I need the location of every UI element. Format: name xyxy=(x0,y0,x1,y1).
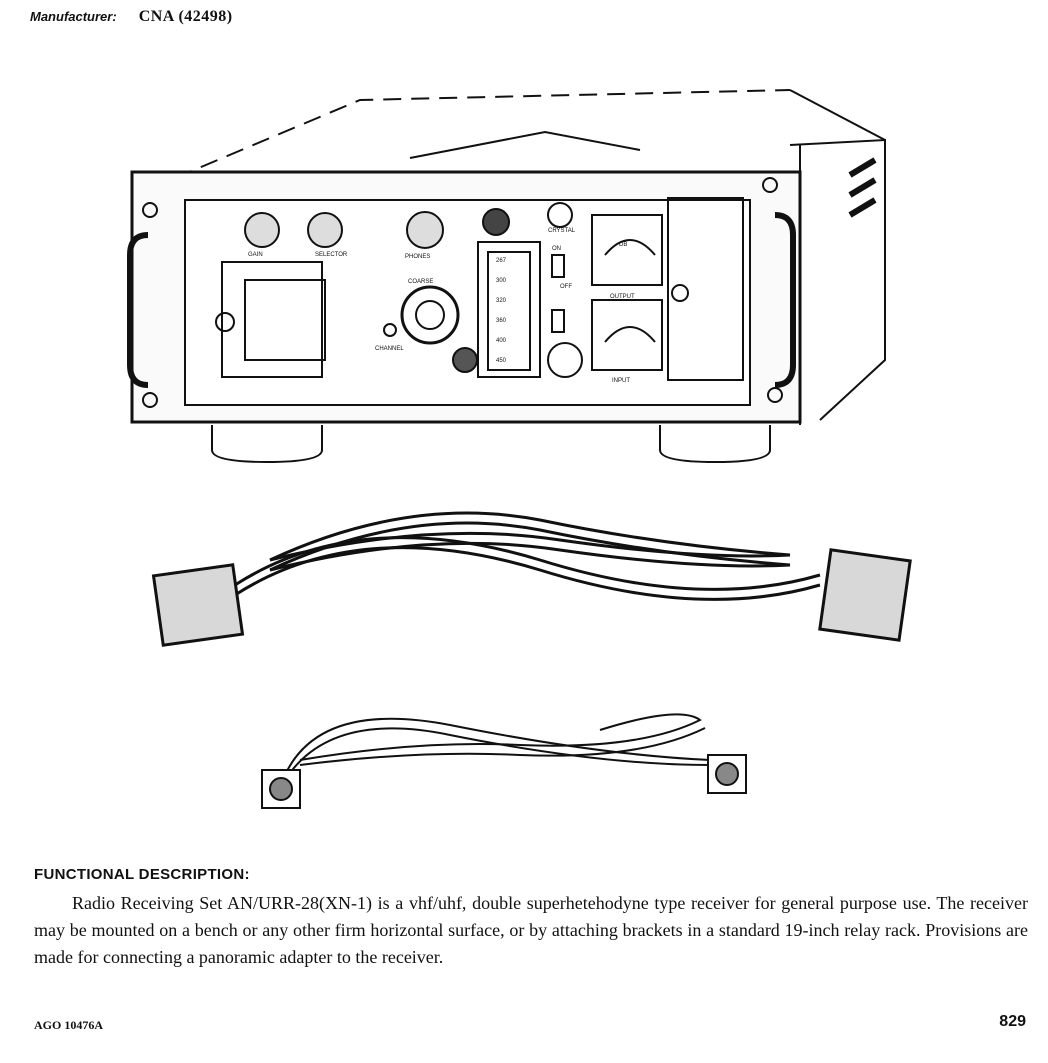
label-gain: GAIN xyxy=(248,252,263,258)
multipin-cable xyxy=(151,511,912,647)
description-body: Radio Receiving Set AN/URR-28(XN-1) is a… xyxy=(34,890,1028,971)
coaxial-cable xyxy=(261,713,747,809)
manufacturer-label: Manufacturer: xyxy=(30,9,117,24)
label-output: OUTPUT xyxy=(610,294,635,300)
scale-mark: 267 xyxy=(496,258,507,264)
description-paragraph: Radio Receiving Set AN/URR-28(XN-1) is a… xyxy=(34,893,1028,967)
label-off: OFF xyxy=(560,284,572,290)
scale-mark: 360 xyxy=(496,318,507,324)
label-input: INPUT xyxy=(612,378,630,384)
label-on: ON xyxy=(552,246,561,252)
page-number: 829 xyxy=(999,1013,1026,1030)
label-crystal: CRYSTAL xyxy=(548,228,576,234)
label-phones: PHONES xyxy=(405,254,430,260)
scale-mark: 450 xyxy=(496,358,507,364)
manufacturer-line: Manufacturer: CNA (42498) xyxy=(30,8,233,26)
section-heading: FUNCTIONAL DESCRIPTION: xyxy=(34,866,250,883)
label-db: DB xyxy=(619,242,627,248)
label-selector: SELECTOR xyxy=(315,252,348,258)
label-channel: CHANNEL xyxy=(375,346,404,352)
receiver-cabinet xyxy=(127,89,886,464)
scale-mark: 400 xyxy=(496,338,507,344)
scale-mark: 320 xyxy=(496,298,507,304)
label-coarse: COARSE xyxy=(408,279,433,285)
scale-mark: 300 xyxy=(496,278,507,284)
footer-document-code: AGO 10476A xyxy=(34,1018,103,1032)
manufacturer-value: CNA (42498) xyxy=(138,8,233,25)
